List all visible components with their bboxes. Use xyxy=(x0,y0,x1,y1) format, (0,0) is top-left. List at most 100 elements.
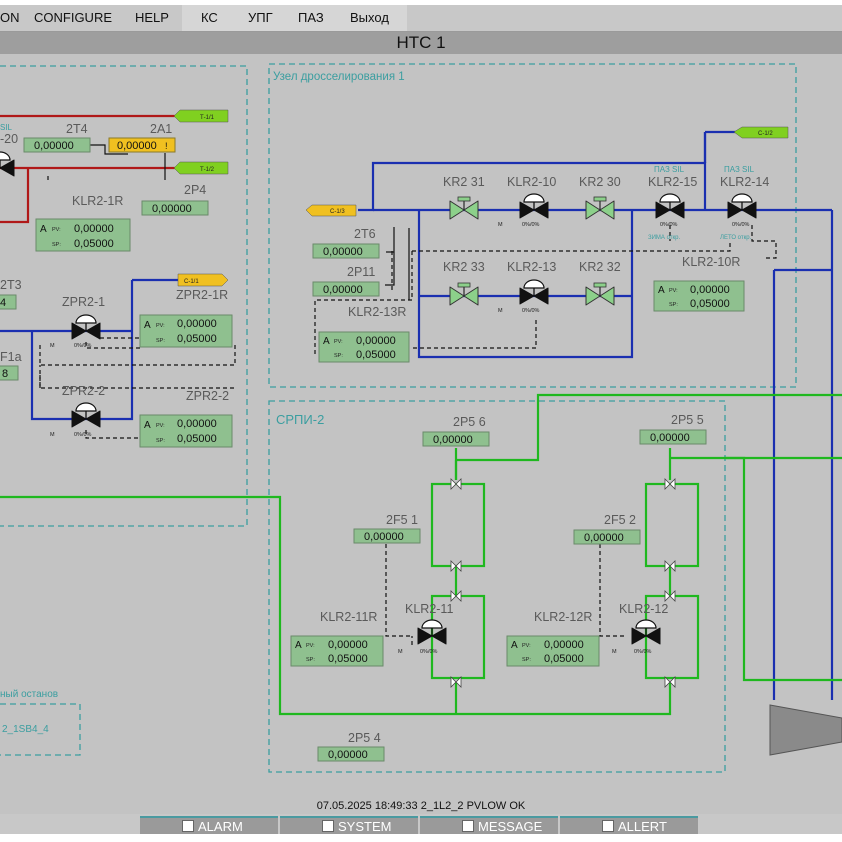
value-box-2t4[interactable] xyxy=(23,137,91,153)
alarm-checkbox[interactable] xyxy=(182,820,194,832)
regulator-zpr2-1r[interactable]: A PV: SP: 0,00000 0,05000 xyxy=(139,314,233,348)
tag-2f1a: F1а xyxy=(0,350,22,364)
svg-text:M: M xyxy=(50,343,55,349)
system-checkbox[interactable] xyxy=(322,820,334,832)
tag-2f5-2: 2F5 2 xyxy=(604,513,636,527)
tag-label-20: -20 xyxy=(0,132,18,146)
valve-label-zpr2-1: ZPR2-1 xyxy=(62,295,105,309)
svg-text:A: A xyxy=(144,320,151,331)
sil-label-klr2-15: ПАЗ SIL xyxy=(654,165,685,174)
valve-label-kr2-31: KR2 31 xyxy=(443,175,485,189)
arrow-t12[interactable]: Т-1/2 xyxy=(173,161,229,175)
regulator-klr2-11r[interactable]: A PV: SP: 0,00000 0,05000 xyxy=(290,635,384,667)
value-box-2a1[interactable] xyxy=(108,137,176,153)
regulator-zpr2-2r[interactable]: A PV: SP: 0,00000 0,05000 xyxy=(139,414,233,448)
sil-label-20: SIL xyxy=(0,123,13,132)
group-title-throttle: Узел дросселирования 1 xyxy=(273,71,405,83)
svg-text:С-1/2: С-1/2 xyxy=(758,131,773,137)
valve-kr2-32-icon[interactable] xyxy=(585,282,615,306)
alarm-mark-2a1: ! xyxy=(165,141,168,151)
regulator-klr2-10r[interactable]: A PV: SP: 0,00000 0,05000 xyxy=(653,280,745,312)
sp-klr2-11r: 0,05000 xyxy=(328,653,368,665)
svg-text:A: A xyxy=(658,285,665,296)
valve-label-klr2-14: KLR2-14 xyxy=(720,175,769,189)
regulator-klr2-13r[interactable]: A PV: SP: 0,00000 0,05000 xyxy=(318,331,410,363)
red-pipes xyxy=(0,114,180,224)
valve-zpr2-1-icon[interactable] xyxy=(71,314,101,340)
valve-label-kr2-33: KR2 33 xyxy=(443,260,485,274)
svg-text:0%/0%: 0%/0% xyxy=(74,343,92,349)
menu-item-paz[interactable]: ПАЗ xyxy=(298,10,324,25)
group-frame-left xyxy=(0,65,248,527)
valve-kr2-33-icon[interactable] xyxy=(449,282,479,306)
value-2p5-6: 0,00000 xyxy=(433,434,473,446)
bottom-bar: ALARM SYSTEM MESSAGE ALLERT xyxy=(0,814,842,836)
valve-klr2-10-icon[interactable] xyxy=(519,193,549,219)
menu-item-exit[interactable]: Выход xyxy=(350,10,389,25)
menu-item-ks[interactable]: КС xyxy=(201,10,218,25)
svg-text:SP:: SP: xyxy=(669,302,678,308)
tag-zpr2-2r: ZPR2-2 xyxy=(186,389,229,403)
svg-text:0%/0%: 0%/0% xyxy=(634,649,652,655)
value-2f5-1: 0,00000 xyxy=(364,531,404,543)
page-title: НТС 1 xyxy=(396,33,446,52)
value-box-2t6[interactable] xyxy=(312,243,380,259)
menu-item-on[interactable]: ON xyxy=(0,10,20,25)
sp-zpr2-2r: 0,05000 xyxy=(177,433,217,445)
valve-kr2-31-icon[interactable] xyxy=(449,196,479,220)
allert-checkbox[interactable] xyxy=(602,820,614,832)
tab-alarm[interactable]: ALARM xyxy=(140,816,278,836)
svg-text:PV:: PV: xyxy=(52,227,61,233)
valve-klr2-14-icon[interactable] xyxy=(727,193,757,219)
separator-vessel-icon[interactable] xyxy=(769,704,842,756)
value-box-2f5-1[interactable] xyxy=(353,528,421,544)
value-box-2p5-5[interactable] xyxy=(639,429,707,445)
value-box-2f5-2[interactable] xyxy=(573,529,641,545)
valve-klr2-15-icon[interactable] xyxy=(655,193,685,219)
svg-text:A: A xyxy=(144,420,151,431)
manual-valve-icon[interactable] xyxy=(664,478,676,490)
valve-zpr2-2-icon[interactable] xyxy=(71,402,101,428)
valve-klr2-13-icon[interactable] xyxy=(519,279,549,305)
svg-text:PV:: PV: xyxy=(156,423,165,429)
value-box-2p5-4[interactable] xyxy=(317,746,385,762)
svg-text:SP:: SP: xyxy=(334,353,343,359)
svg-text:M: M xyxy=(498,308,503,314)
message-checkbox[interactable] xyxy=(462,820,474,832)
valve-label-klr2-11: KLR2-11 xyxy=(405,602,453,616)
valve-label-kr2-32: KR2 32 xyxy=(579,260,621,274)
value-2p4: 0,00000 xyxy=(152,203,192,215)
arrow-c12[interactable]: С-1/2 xyxy=(733,126,789,139)
valve-label-zpr2-2: ZPR2-2 xyxy=(62,384,105,398)
menu-item-configure[interactable]: CONFIGURE xyxy=(34,10,112,25)
regulator-klr2-12r[interactable]: A PV: SP: 0,00000 0,05000 xyxy=(506,635,600,667)
tag-2p5-5: 2Р5 5 xyxy=(671,413,704,427)
process-scheme-svg: Узел дросселирования 1 СРПИ-2 ный остано… xyxy=(0,63,842,773)
value-box-2f1a[interactable] xyxy=(0,365,19,381)
value-box-2p11[interactable] xyxy=(312,281,380,297)
status-line: 07.05.2025 18:49:33 2_1L2_2 PVLOW OK xyxy=(0,798,842,814)
tag-klr2-13r: KLR2-13R xyxy=(348,305,406,319)
menu-item-help[interactable]: HELP xyxy=(135,10,169,25)
arrow-c11[interactable]: С-1/1 xyxy=(177,273,229,287)
svg-text:ЛЕТО откр.: ЛЕТО откр. xyxy=(720,235,752,241)
svg-text:PV:: PV: xyxy=(156,323,165,329)
menu-section-bg xyxy=(182,5,407,31)
arrow-t11[interactable]: Т-1/1 xyxy=(173,109,229,123)
value-box-2p4[interactable] xyxy=(141,200,209,216)
value-box-2t3[interactable] xyxy=(0,294,17,310)
shutdown-tag: 2_1SB4_4 xyxy=(2,724,49,735)
value-box-2p5-6[interactable] xyxy=(422,431,490,447)
bottom-strip xyxy=(0,834,842,842)
tab-message[interactable]: MESSAGE xyxy=(420,816,558,836)
menu-item-upg[interactable]: УПГ xyxy=(248,10,273,25)
svg-text:SP:: SP: xyxy=(52,242,61,248)
valve-kr2-30-icon[interactable] xyxy=(585,196,615,220)
regulator-klr2-1r[interactable]: A PV: SP: 0,00000 0,05000 xyxy=(35,218,131,252)
tab-system[interactable]: SYSTEM xyxy=(280,816,418,836)
tab-allert[interactable]: ALLERT xyxy=(560,816,698,836)
pv-klr2-11r: 0,00000 xyxy=(328,639,368,651)
svg-text:A: A xyxy=(511,640,518,651)
manual-valve-icon[interactable] xyxy=(450,478,462,490)
arrow-c13[interactable]: С-1/3 xyxy=(305,204,357,217)
